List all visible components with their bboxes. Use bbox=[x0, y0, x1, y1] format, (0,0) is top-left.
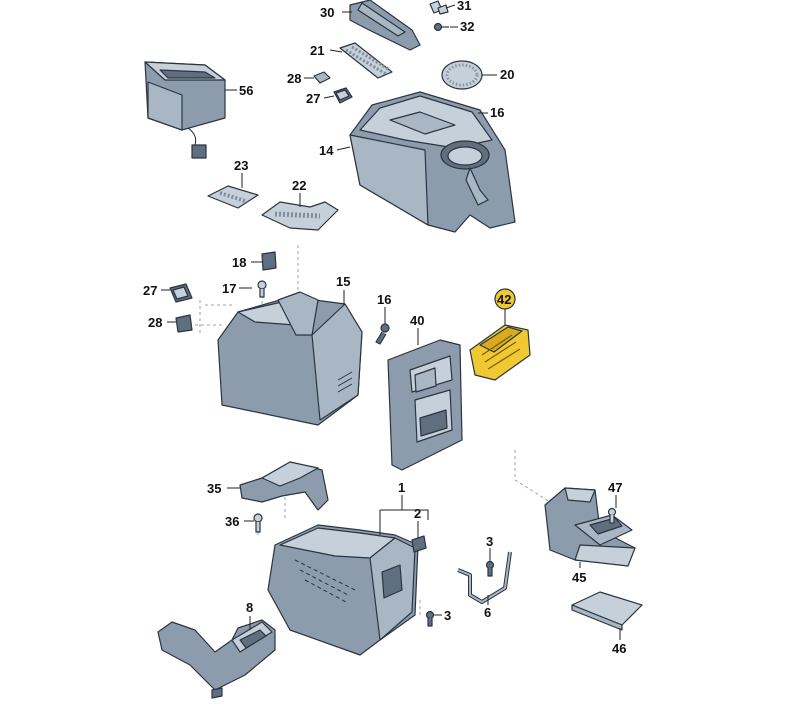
callout-27-mid[interactable]: 27 bbox=[143, 283, 157, 298]
part-18-plate[interactable] bbox=[261, 251, 277, 271]
callout-27-top[interactable]: 27 bbox=[306, 91, 320, 106]
part-36-screw[interactable] bbox=[253, 513, 263, 533]
part-27-switch-top[interactable] bbox=[333, 87, 353, 104]
callout-17[interactable]: 17 bbox=[222, 281, 236, 296]
callout-36[interactable]: 36 bbox=[225, 514, 239, 529]
part-42-vent-highlighted[interactable] bbox=[469, 288, 531, 381]
part-30-bracket[interactable] bbox=[349, 0, 421, 51]
part-21-mat[interactable] bbox=[339, 42, 393, 79]
part-3-screw-b[interactable] bbox=[425, 610, 435, 627]
callout-47[interactable]: 47 bbox=[608, 480, 622, 495]
part-16-screw-mid[interactable] bbox=[375, 323, 390, 345]
part-45-rear-unit[interactable] bbox=[544, 487, 636, 567]
part-1-console-base[interactable] bbox=[267, 524, 419, 656]
part-20-round-mat[interactable] bbox=[441, 60, 483, 90]
callout-2[interactable]: 2 bbox=[414, 506, 421, 521]
callout-1[interactable]: 1 bbox=[398, 480, 405, 495]
part-3-screw-a[interactable] bbox=[485, 560, 495, 577]
callout-23[interactable]: 23 bbox=[234, 158, 248, 173]
callout-21[interactable]: 21 bbox=[310, 43, 324, 58]
callout-35[interactable]: 35 bbox=[207, 481, 221, 496]
part-14-upper-console[interactable] bbox=[349, 91, 516, 233]
part-6-bracket[interactable] bbox=[457, 551, 512, 604]
part-47-screw[interactable] bbox=[607, 507, 617, 524]
callout-20[interactable]: 20 bbox=[500, 67, 514, 82]
callout-28-top[interactable]: 28 bbox=[287, 71, 301, 86]
callout-42[interactable]: 42 bbox=[497, 292, 511, 307]
callout-22[interactable]: 22 bbox=[292, 178, 306, 193]
callout-30[interactable]: 30 bbox=[320, 5, 334, 20]
part-28-button-mid[interactable] bbox=[175, 314, 193, 333]
part-31-clip[interactable] bbox=[429, 0, 449, 15]
callout-16-mid[interactable]: 16 bbox=[377, 292, 391, 307]
part-23-mat[interactable] bbox=[207, 185, 259, 209]
part-32-screw[interactable] bbox=[433, 22, 450, 32]
part-56-storage-box[interactable] bbox=[144, 61, 226, 159]
callout-56[interactable]: 56 bbox=[239, 83, 253, 98]
leader-lines bbox=[161, 4, 621, 640]
callout-18[interactable]: 18 bbox=[232, 255, 246, 270]
callout-8[interactable]: 8 bbox=[246, 600, 253, 615]
callout-labels: 30 31 32 21 20 28 27 16 56 14 23 22 18 2… bbox=[143, 0, 626, 656]
callout-15[interactable]: 15 bbox=[336, 274, 350, 289]
callout-6[interactable]: 6 bbox=[484, 605, 491, 620]
callout-45[interactable]: 45 bbox=[572, 570, 586, 585]
part-17-screw[interactable] bbox=[257, 280, 267, 298]
part-27-switch-mid[interactable] bbox=[169, 283, 193, 303]
callout-40[interactable]: 40 bbox=[410, 313, 424, 328]
part-2-clip[interactable] bbox=[411, 535, 427, 553]
callout-46[interactable]: 46 bbox=[612, 641, 626, 656]
part-28-button-top[interactable] bbox=[313, 71, 331, 84]
part-35-bracket[interactable] bbox=[239, 461, 329, 511]
part-8-lower-trim[interactable] bbox=[157, 619, 276, 699]
callout-16-top[interactable]: 16 bbox=[490, 105, 504, 120]
callout-3-a[interactable]: 3 bbox=[486, 534, 493, 549]
callout-28-mid[interactable]: 28 bbox=[148, 315, 162, 330]
part-46-cover[interactable] bbox=[571, 591, 643, 631]
part-22-mat[interactable] bbox=[261, 201, 339, 231]
callout-14[interactable]: 14 bbox=[319, 143, 334, 158]
callout-3-b[interactable]: 3 bbox=[444, 608, 451, 623]
callout-31[interactable]: 31 bbox=[457, 0, 471, 13]
part-15-console-shell[interactable] bbox=[217, 291, 363, 426]
part-40-rear-panel[interactable] bbox=[387, 339, 463, 471]
callout-32[interactable]: 32 bbox=[460, 19, 474, 34]
